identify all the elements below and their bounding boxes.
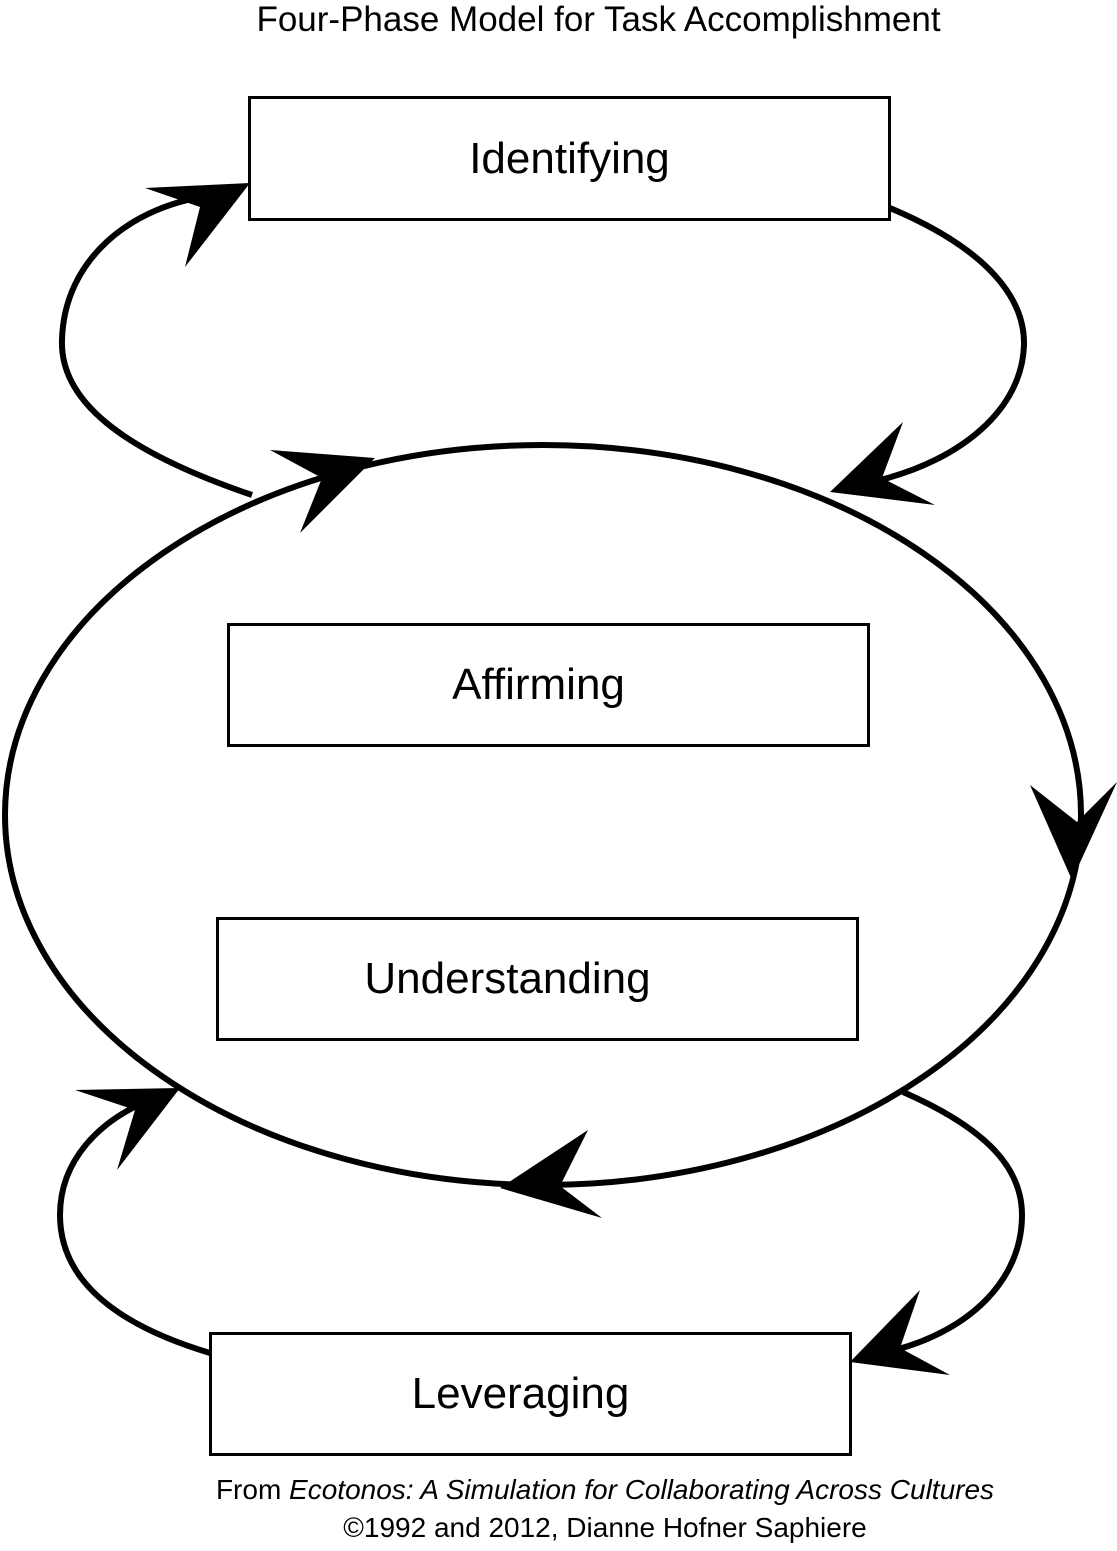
arrowhead-icon xyxy=(270,450,375,533)
diagram-title: Four-Phase Model for Task Accomplishment xyxy=(256,0,941,39)
arrowhead-icon xyxy=(145,183,250,267)
copyright-notice: ©1992 and 2012, Dianne Hofner Saphiere xyxy=(343,1512,867,1543)
bottom-right-loop xyxy=(894,1089,1026,1353)
top-left-loop xyxy=(58,192,253,498)
arrowhead-icon xyxy=(830,422,935,505)
source-citation: From Ecotonos: A Simulation for Collabor… xyxy=(0,1474,1117,1506)
phase-leveraging: Leveraging xyxy=(209,1332,852,1456)
arrowhead-icon xyxy=(1030,782,1117,880)
phase-identifying: Identifying xyxy=(248,96,891,221)
top-right-loop xyxy=(879,205,1028,483)
phase-affirming: Affirming xyxy=(227,623,870,747)
arrowhead-icon xyxy=(500,1130,602,1218)
central-cycle-ellipse xyxy=(2,442,1084,1188)
citation-prefix: From xyxy=(215,1474,290,1505)
phase-understanding: Understanding xyxy=(216,917,859,1041)
bottom-left-loop xyxy=(56,1097,211,1356)
arrowhead-icon xyxy=(75,1088,180,1170)
arrowhead-icon xyxy=(850,1290,950,1375)
citation-title: Ecotonos: A Simulation for Collaborating… xyxy=(289,1474,995,1505)
